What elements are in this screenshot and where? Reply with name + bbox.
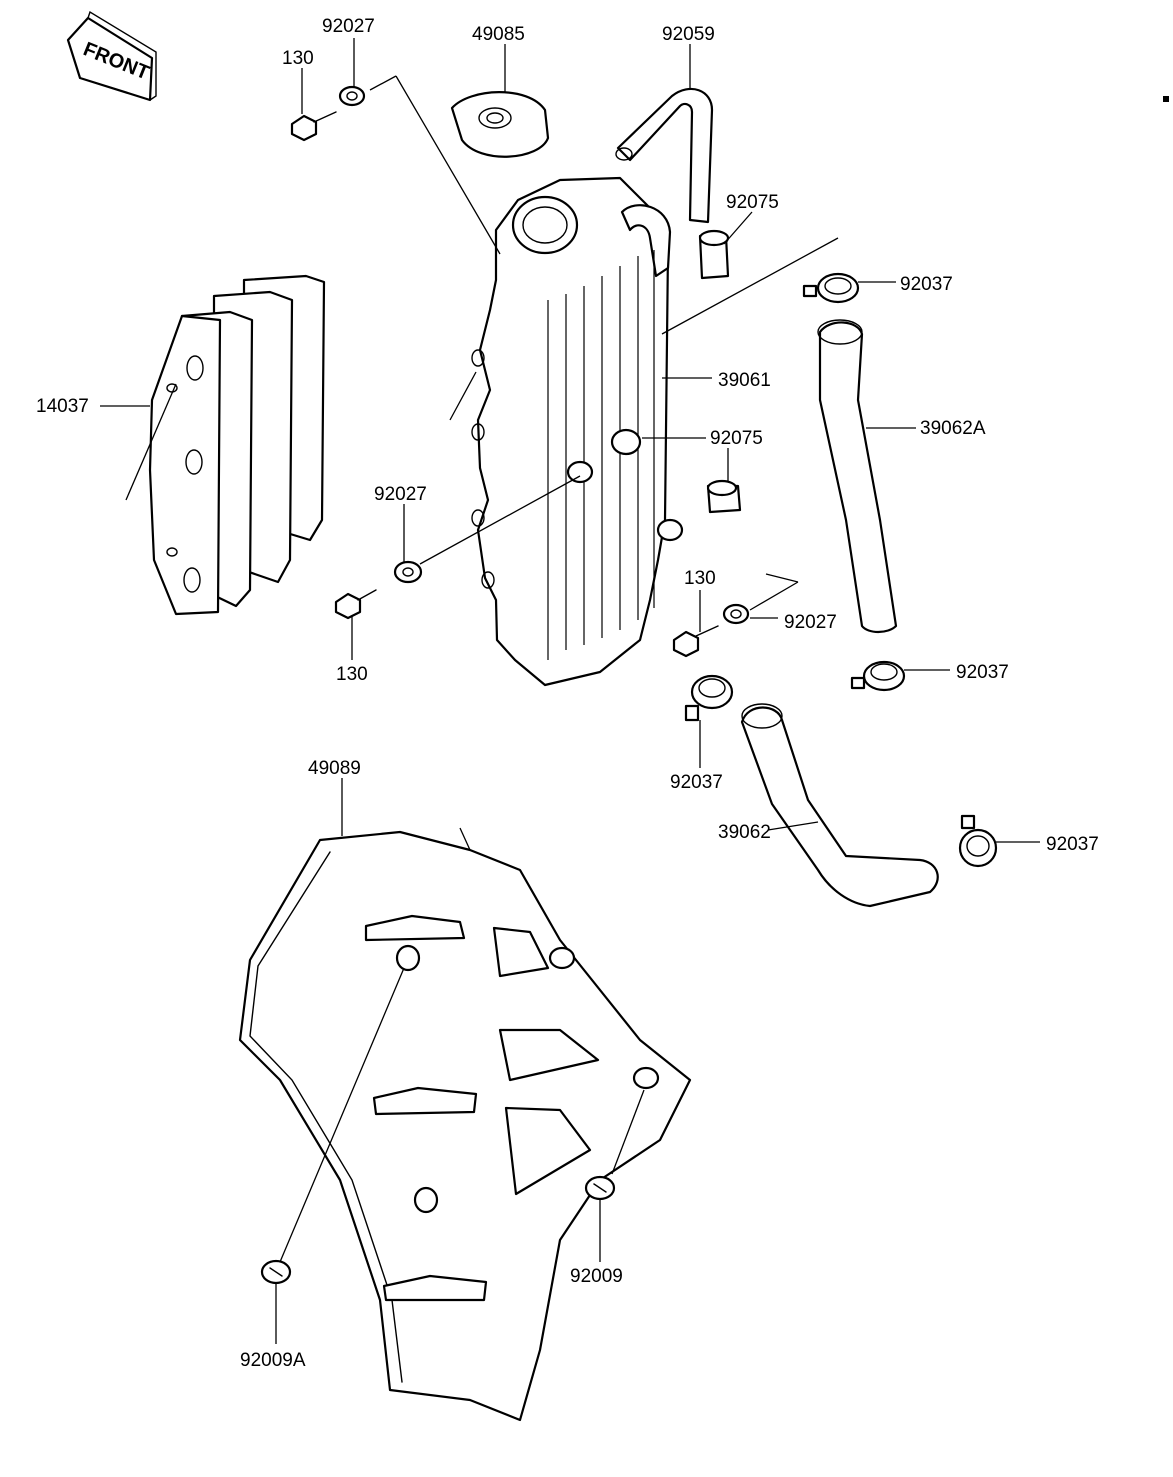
clamp-mid-right (850, 660, 906, 692)
label-bolt-top: 130 (282, 48, 314, 69)
bolt-mid-left (334, 589, 377, 620)
lower-hose (740, 703, 939, 908)
label-grommet-mid: 92075 (710, 428, 763, 449)
label-clamp-lower-mid: 92037 (670, 772, 723, 793)
grommet-mid (706, 479, 742, 514)
bolt-mid-right (672, 625, 719, 658)
collar-mid-left (393, 560, 423, 584)
part-number-labels: 130 92027 49085 92059 92075 92037 39061 … (36, 16, 1099, 1371)
label-collar-top: 92027 (322, 16, 375, 37)
label-clamp-upper-right: 92037 (900, 274, 953, 295)
label-clamp-lower-right: 92037 (1046, 834, 1099, 855)
label-collar-mid-left: 92027 (374, 484, 427, 505)
registration-mark (1163, 96, 1169, 102)
label-radiator: 39061 (718, 370, 771, 391)
label-bolt-mid-right: 130 (684, 568, 716, 589)
screw-right (584, 1175, 616, 1201)
clamp-lower-right (958, 814, 998, 868)
louver-guard (148, 274, 326, 616)
radiator-cap (450, 91, 550, 158)
label-screw-left: 92009A (240, 1350, 306, 1371)
radiator-core (471, 176, 684, 687)
label-cap: 49085 (472, 24, 525, 45)
collar-top (338, 85, 366, 107)
upper-hose (817, 319, 898, 634)
label-clamp-mid-right: 92037 (956, 662, 1009, 683)
label-hose-lower: 39062 (718, 822, 771, 843)
label-bolt-mid-left: 130 (336, 664, 368, 685)
front-direction-badge: FRONT (66, 10, 157, 102)
label-collar-mid-right: 92027 (784, 612, 837, 633)
label-guard-louver: 14037 (36, 396, 89, 417)
collar-mid-right (722, 603, 750, 625)
label-grommet-top: 92075 (726, 192, 779, 213)
label-screw-right: 92009 (570, 1266, 623, 1287)
screw-left (260, 1259, 292, 1285)
leader-lines (100, 38, 1040, 1344)
label-breather-hose: 92059 (662, 24, 715, 45)
label-shroud: 49089 (308, 758, 361, 779)
clamp-lower-mid (684, 674, 734, 722)
label-hose-upper: 39062A (920, 418, 986, 439)
clamp-upper-right (802, 272, 860, 304)
breather-hose (615, 87, 714, 224)
radiator-shroud (238, 830, 692, 1422)
bolt-top (290, 111, 337, 142)
grommet-top (698, 229, 730, 280)
